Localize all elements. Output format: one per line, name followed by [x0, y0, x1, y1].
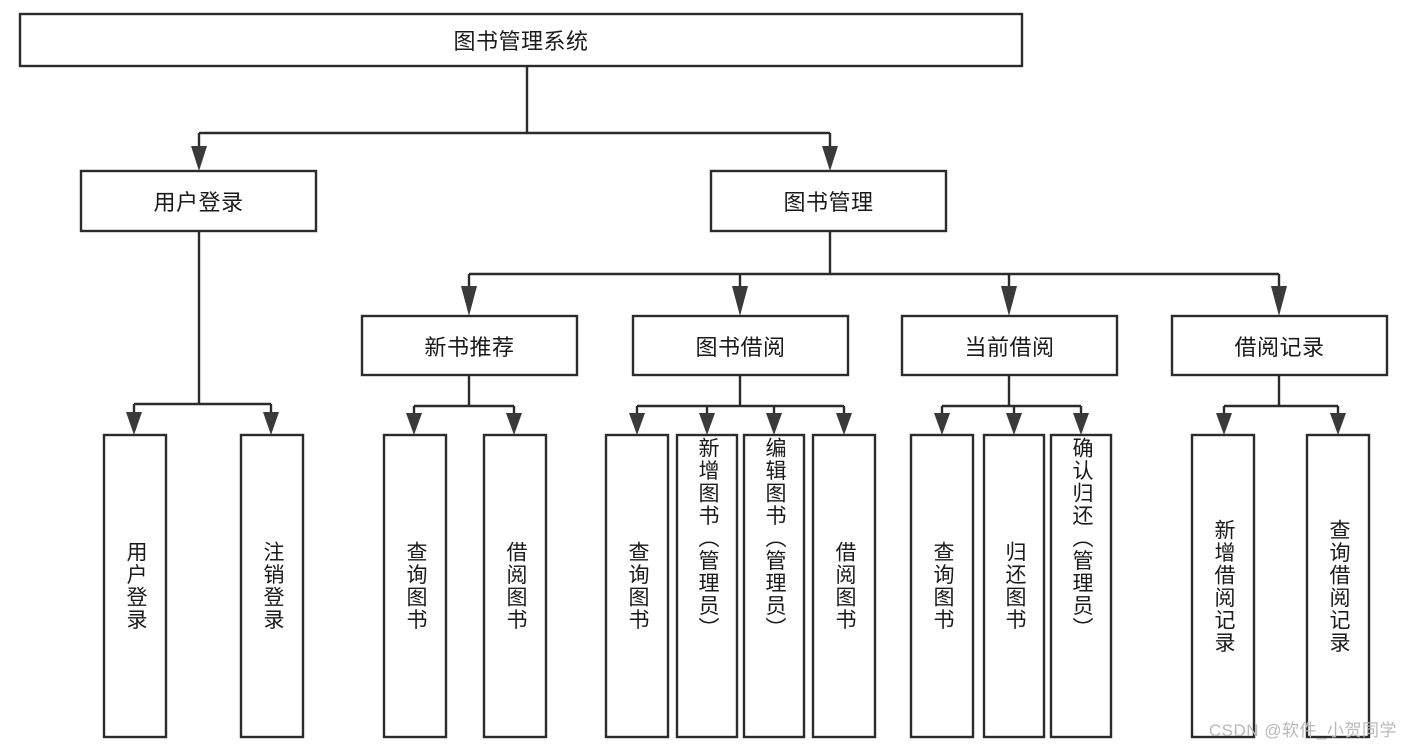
node-leaf-confirm-return-box[interactable] — [1049, 433, 1113, 739]
arrow-head-book-management — [822, 146, 838, 171]
node-leaf-borrow-book-2-box[interactable] — [811, 433, 877, 739]
arrow-head-leaf-query-record — [1330, 413, 1346, 435]
node-current-borrow-box[interactable] — [900, 314, 1119, 377]
arrow-head-leaf-borrow-book-2 — [836, 413, 852, 435]
arrow-head-leaf-query-book-2 — [629, 413, 645, 435]
node-leaf-query-book-2-box[interactable] — [604, 433, 670, 739]
arrow-head-book-borrow — [732, 286, 748, 316]
arrow-head-leaf-borrow-book-1 — [506, 413, 522, 435]
node-leaf-query-book-3-box[interactable] — [909, 433, 975, 739]
arrow-head-user-login — [191, 146, 207, 171]
arrow-head-borrow-record — [1271, 286, 1287, 316]
arrow-head-leaf-query-book-1 — [406, 413, 422, 435]
arrow-head-leaf-logout-login — [263, 412, 279, 435]
arrow-head-leaf-return-book — [1006, 413, 1022, 435]
node-leaf-return-book-box[interactable] — [982, 433, 1046, 739]
node-new-book-recommend-box[interactable] — [360, 314, 579, 377]
node-leaf-add-record-box[interactable] — [1190, 433, 1256, 739]
node-leaf-add-book-box[interactable] — [675, 433, 739, 739]
node-leaf-edit-book-box[interactable] — [742, 433, 806, 739]
arrow-head-leaf-add-book — [699, 413, 715, 435]
arrow-head-leaf-user-login — [126, 412, 142, 435]
node-root-box[interactable] — [18, 12, 1024, 68]
node-leaf-query-book-1-box[interactable] — [382, 433, 448, 739]
arrow-head-leaf-query-book-3 — [934, 413, 950, 435]
node-user-login-box[interactable] — [79, 169, 318, 233]
node-leaf-user-login-box[interactable] — [102, 433, 168, 739]
arrow-head-new-book-recommend — [461, 286, 477, 316]
node-leaf-logout-login-box[interactable] — [239, 433, 305, 739]
node-leaf-query-record-box[interactable] — [1305, 433, 1371, 739]
arrow-head-leaf-edit-book — [766, 413, 782, 435]
node-book-borrow-box[interactable] — [631, 314, 850, 377]
arrow-head-leaf-add-record — [1216, 413, 1232, 435]
arrow-head-leaf-confirm-return — [1073, 413, 1089, 435]
node-book-management-box[interactable] — [709, 169, 948, 233]
arrow-head-current-borrow — [1001, 286, 1017, 316]
node-leaf-borrow-book-1-box[interactable] — [482, 433, 548, 739]
node-borrow-record-box[interactable] — [1170, 314, 1389, 377]
